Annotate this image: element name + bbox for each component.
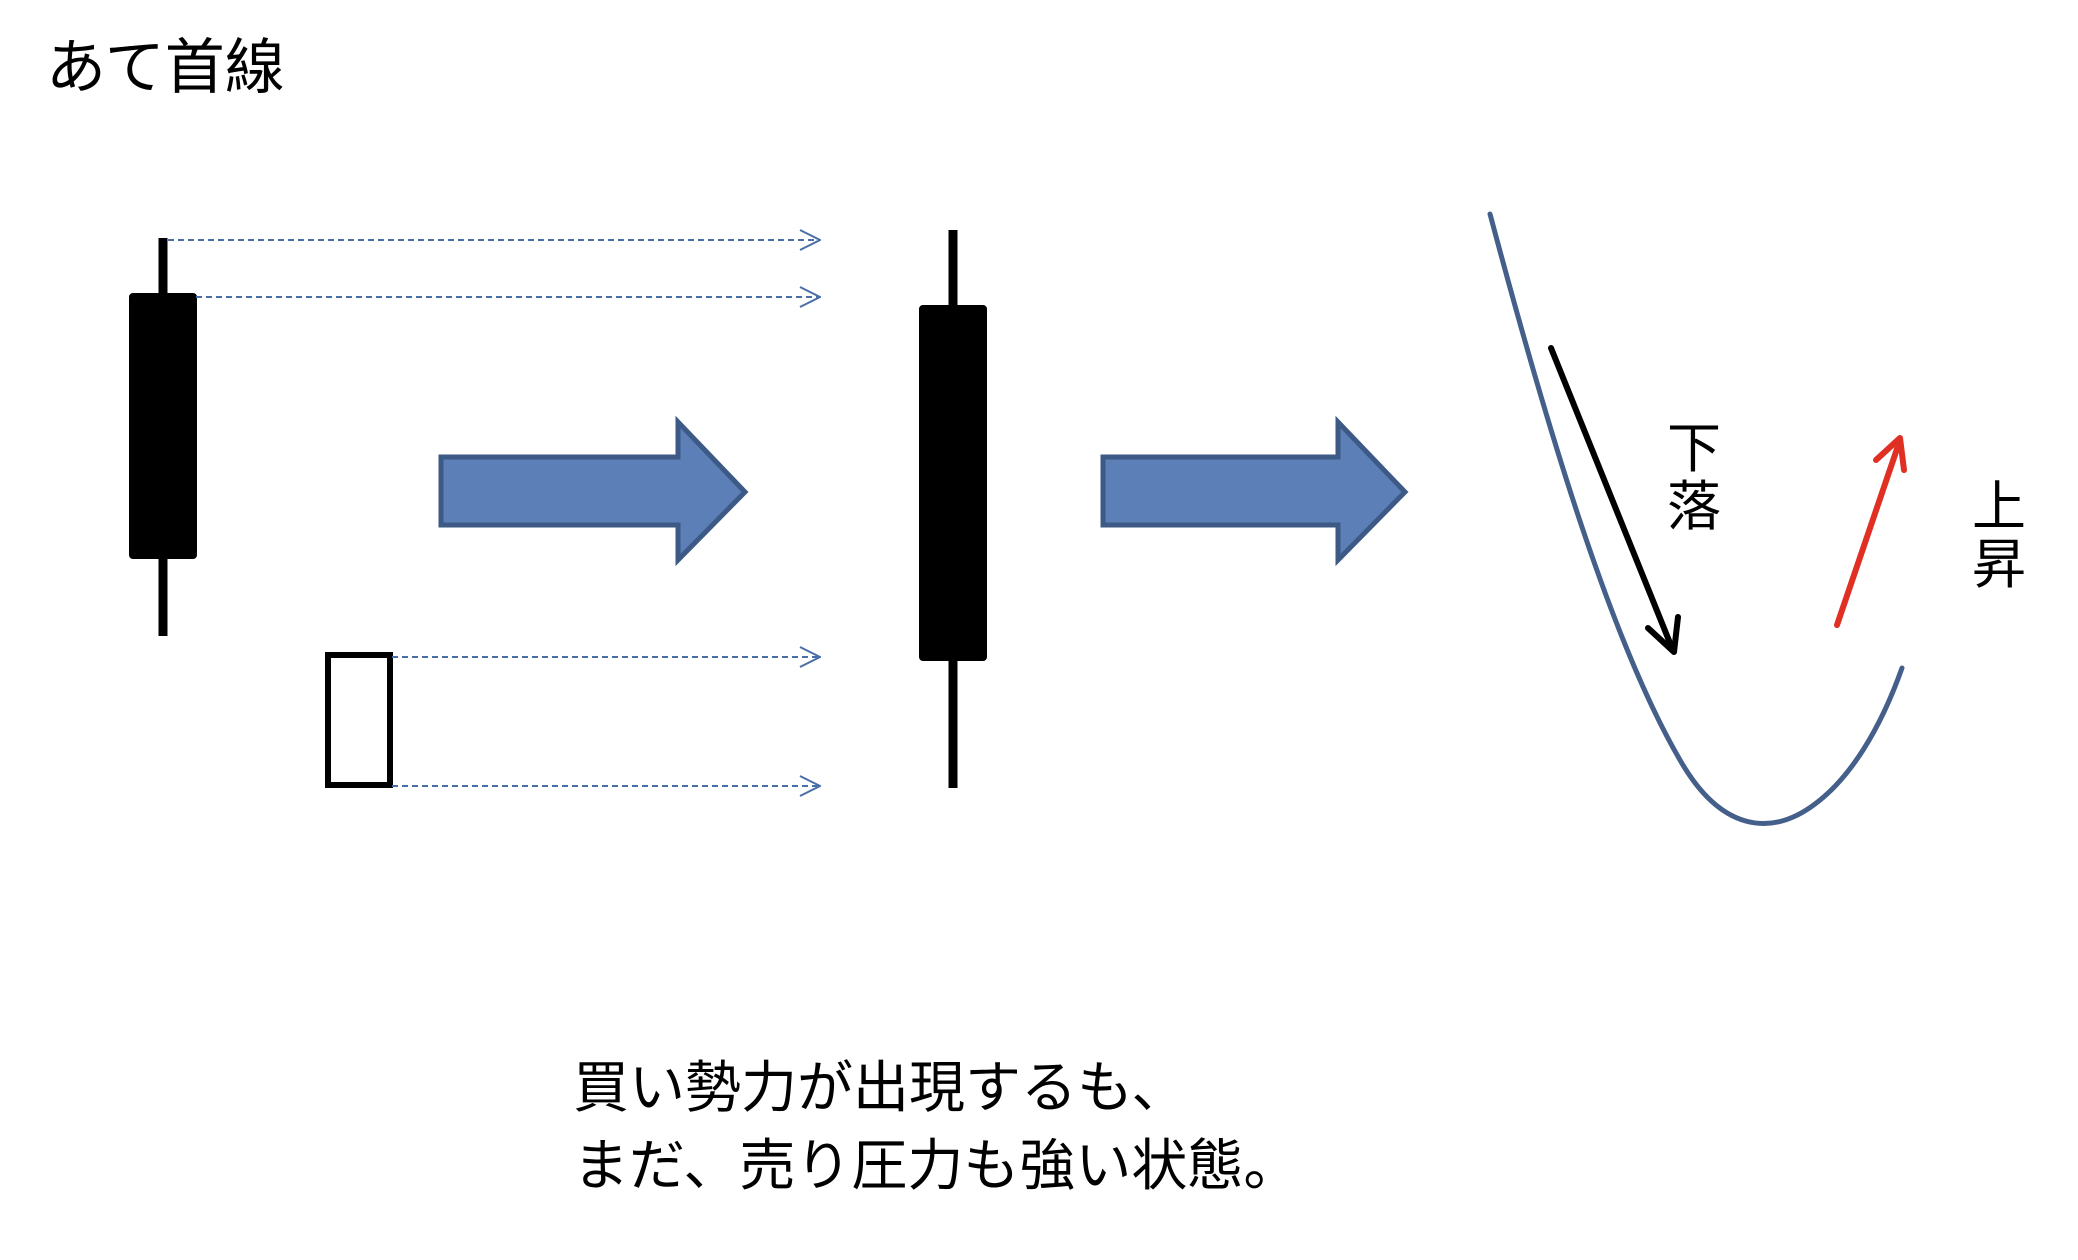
block-arrow-right-second bbox=[1100, 415, 1409, 567]
fall-label: 下 落 bbox=[1667, 417, 1721, 538]
caption-line-2: まだ、売り圧力も強い状態。 bbox=[573, 1134, 1300, 1199]
trend-curve bbox=[1487, 211, 1905, 826]
combined-candle-body bbox=[919, 305, 987, 661]
guide-lines bbox=[168, 240, 820, 786]
block-arrow-right-first bbox=[438, 415, 749, 567]
page-title: あて首線 bbox=[46, 33, 285, 103]
bearish-candle-first-body bbox=[129, 293, 197, 559]
combined-candle bbox=[919, 230, 987, 788]
bullish-candle-second bbox=[325, 652, 393, 788]
rise-label: 上 昇 bbox=[1972, 475, 2026, 596]
caption-line-1: 買い勢力が出現するも、 bbox=[573, 1056, 1188, 1121]
caption: 買い勢力が出現するも、 まだ、売り圧力も強い状態。 bbox=[573, 1050, 1299, 1206]
up-trend-arrow bbox=[1834, 435, 1907, 628]
bearish-candle-first bbox=[129, 238, 197, 636]
down-trend-arrow bbox=[1548, 345, 1681, 655]
